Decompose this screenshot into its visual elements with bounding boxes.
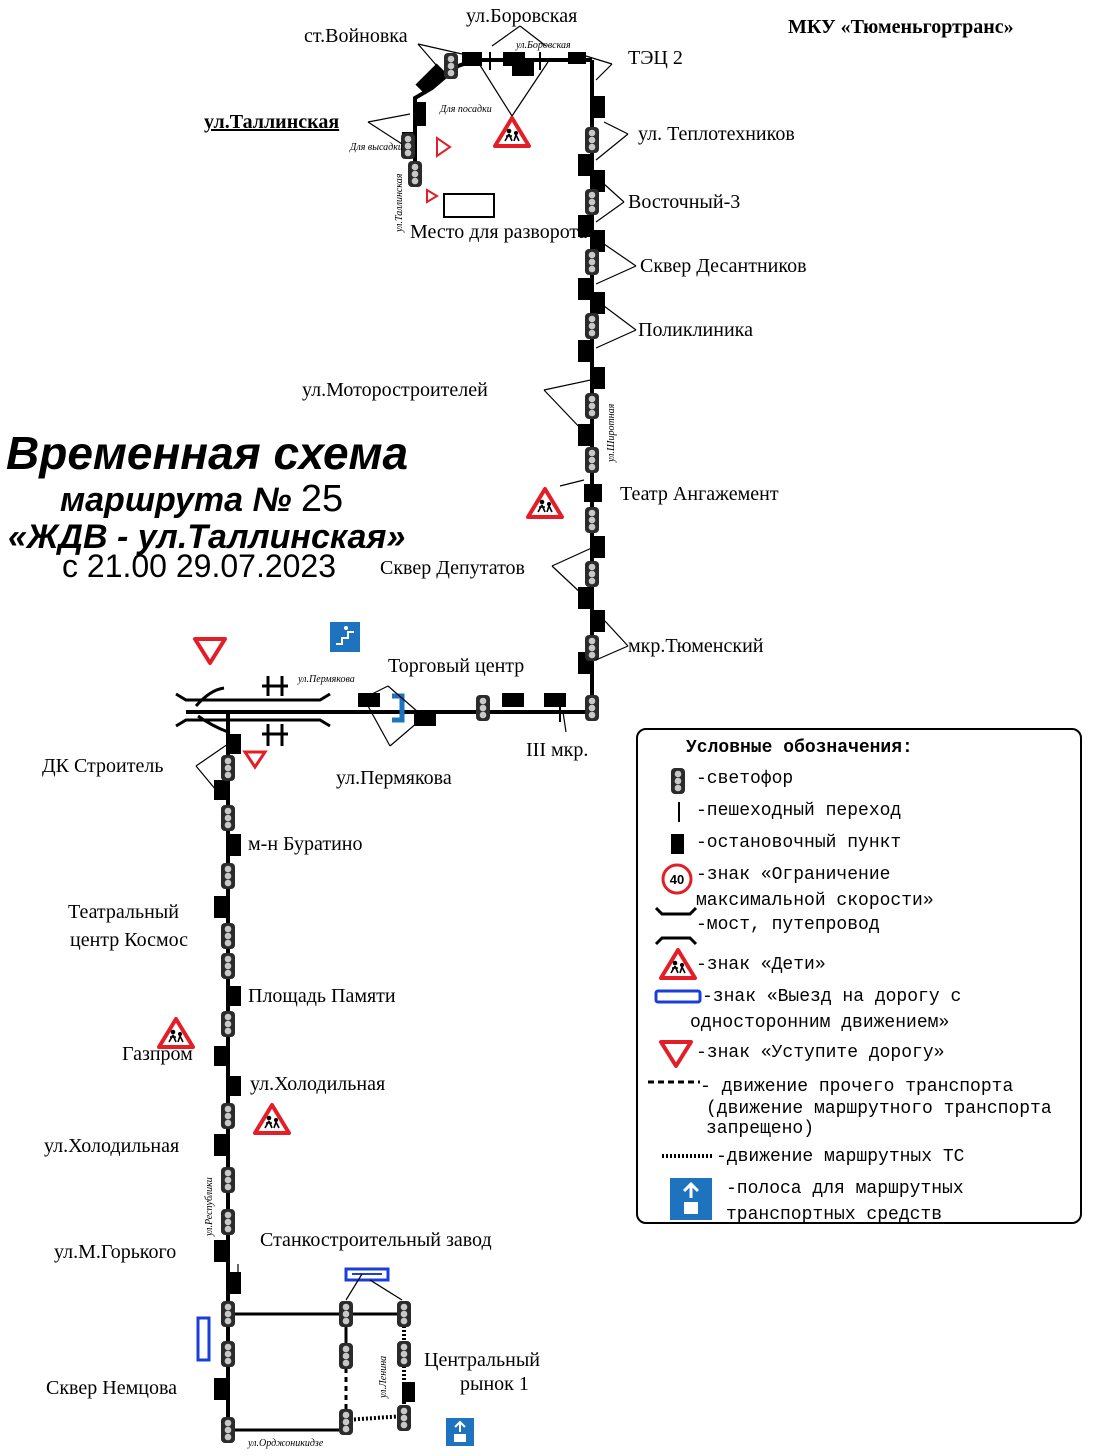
yield-sign-small-icon [242, 750, 268, 770]
yield-sign-icon [659, 1040, 693, 1068]
yield-sign-icon [193, 637, 227, 665]
street-label-respubliki: ул.Республики [204, 1177, 215, 1237]
stop-label-stankostroitelny: Станкостроительный завод [260, 1229, 492, 1251]
turnaround-label: Место для разворота [410, 221, 587, 243]
bus-lane-icon [670, 1178, 712, 1220]
legend-children: -знак «Дети» [696, 955, 826, 975]
title-line3: «ЖДВ - ул.Таллинская» [8, 518, 406, 556]
title-line2: маршрута № 25 [60, 478, 343, 521]
legend-one-way-1: -знак «Выезд на дорогу с [702, 987, 962, 1007]
legend-one-way-2: односторонним движением» [690, 1013, 950, 1033]
legend-other-traffic-1: - движение прочего транспорта [700, 1077, 1014, 1097]
legend-bridge: -мост, путепровод [696, 915, 880, 935]
boarding-label: Для посадки [439, 104, 492, 115]
route-number: 25 [300, 478, 344, 520]
street-label-tallinskaya: ул.Таллинская [394, 173, 405, 233]
stop-label-teplotekhnikov: ул. Теплотехников [638, 123, 795, 145]
stop-label-voinovka: ст.Войновка [304, 25, 408, 47]
stop-label-teatr-angazhement: Театр Ангажемент [620, 483, 779, 505]
legend-bus-lane-1: -полоса для маршрутных [726, 1179, 964, 1199]
stop-label-ul-kholodilnaya-2: ул.Холодильная [44, 1135, 179, 1157]
overpass [175, 676, 331, 746]
bus-stops [214, 52, 605, 1402]
stop-label-m-n-buratino: м-н Буратино [248, 833, 363, 855]
stop-label-ul-permyakova: ул.Пермякова [336, 767, 452, 789]
stop-label-poliklinika: Поликлиника [638, 319, 753, 341]
title-date: с 21.00 29.07.2023 [62, 548, 337, 584]
legend-speed-limit-2: максимальной скорости» [696, 891, 934, 911]
detour-marker-icon [392, 693, 405, 723]
stop-label-tallinskaya: ул.Таллинская [204, 111, 339, 133]
alighting-label: Для высадки [349, 142, 403, 153]
title-route-prefix: маршрута № [60, 481, 292, 519]
turnaround-area [443, 193, 495, 218]
street-label-ordzhonikidze: ул.Орджоникидзе [247, 1438, 324, 1449]
crosswalk-icon [678, 802, 680, 822]
pedestrian-underpass-icon [330, 622, 360, 652]
speed-limit-value: 40 [670, 872, 684, 887]
crosswalks [489, 52, 561, 722]
stop-label-skver-deputatov: Сквер Депутатов [380, 557, 525, 579]
stop-label-skver-desantnikov: Сквер Десантников [640, 255, 807, 277]
stop-label-iii-mkr: III мкр. [526, 739, 588, 761]
stop-label-torgovy-tsentr: Торговый центр [388, 655, 524, 677]
stop-label-tets2: ТЭЦ 2 [628, 47, 683, 69]
stop-label-mkr-tyumensky: мкр.Тюменский [628, 635, 764, 657]
stop-label-vostochny3: Восточный-3 [628, 191, 740, 213]
dashed-line-icon [648, 1080, 700, 1084]
title-line1: Временная схема [6, 427, 409, 479]
bridge-icon [654, 906, 698, 946]
legend-box: Условные обозначения: -светофор -пешеход… [636, 728, 1082, 1225]
bus-stop-icon [671, 834, 684, 854]
legend-title: Условные обозначения: [686, 738, 913, 758]
legend-route-traffic: -движение маршрутных ТС [716, 1147, 965, 1167]
children-sign-icon [659, 948, 697, 980]
street-label-permyakova: ул.Пермякова [297, 674, 355, 685]
one-way-sign-icon [196, 1267, 390, 1362]
stop-label-skver-nemtsova: Сквер Немцова [46, 1377, 177, 1399]
one-way-sign-icon [654, 989, 702, 1004]
organization-name: МКУ «Тюменьгортранс» [788, 16, 1014, 38]
stop-label-borovskaya: ул.Боровская [466, 5, 577, 27]
bus-lane-sign-icon [446, 1418, 474, 1446]
legend-speed-limit-1: -знак «Ограничение [696, 865, 891, 885]
children-sign-icon [253, 1103, 291, 1135]
traffic-light-icon [671, 768, 685, 794]
street-label-borovskaya: ул.Боровская [515, 40, 571, 51]
speed-limit-icon: 40 [661, 863, 693, 895]
route-traffic-icon [662, 1154, 714, 1158]
legend-stop: -остановочный пункт [696, 833, 902, 853]
legend-traffic-light: -светофор [696, 769, 794, 789]
stop-label-dk-stroitel: ДК Строитель [42, 755, 163, 777]
direction-arrow-icons [426, 136, 452, 204]
stop-label-gazprom: Газпром [122, 1043, 193, 1065]
children-sign-icon [526, 487, 564, 519]
legend-bus-lane-2: транспортных средств [726, 1205, 943, 1225]
street-label-shirotnaya: ул.Широтная [606, 403, 617, 463]
legend-yield: -знак «Уступите дорогу» [696, 1043, 945, 1063]
street-label-lenina: ул.Ленина [378, 1356, 389, 1399]
stop-label-ul-kholodilnaya-1: ул.Холодильная [250, 1073, 385, 1095]
stop-label-ul-m-gorkogo: ул.М.Горького [54, 1241, 176, 1263]
legend-other-traffic-3: запрещено) [706, 1119, 815, 1139]
children-sign-icon [493, 116, 531, 148]
legend-crosswalk: -пешеходный переход [696, 801, 902, 821]
stop-label-motorostroiteley: ул.Моторостроителей [302, 379, 488, 401]
legend-other-traffic-2: (движение маршрутного транспорта [706, 1099, 1052, 1119]
leader-lines [195, 25, 637, 1393]
stop-label-ploshchad-pamyati: Площадь Памяти [248, 985, 396, 1007]
